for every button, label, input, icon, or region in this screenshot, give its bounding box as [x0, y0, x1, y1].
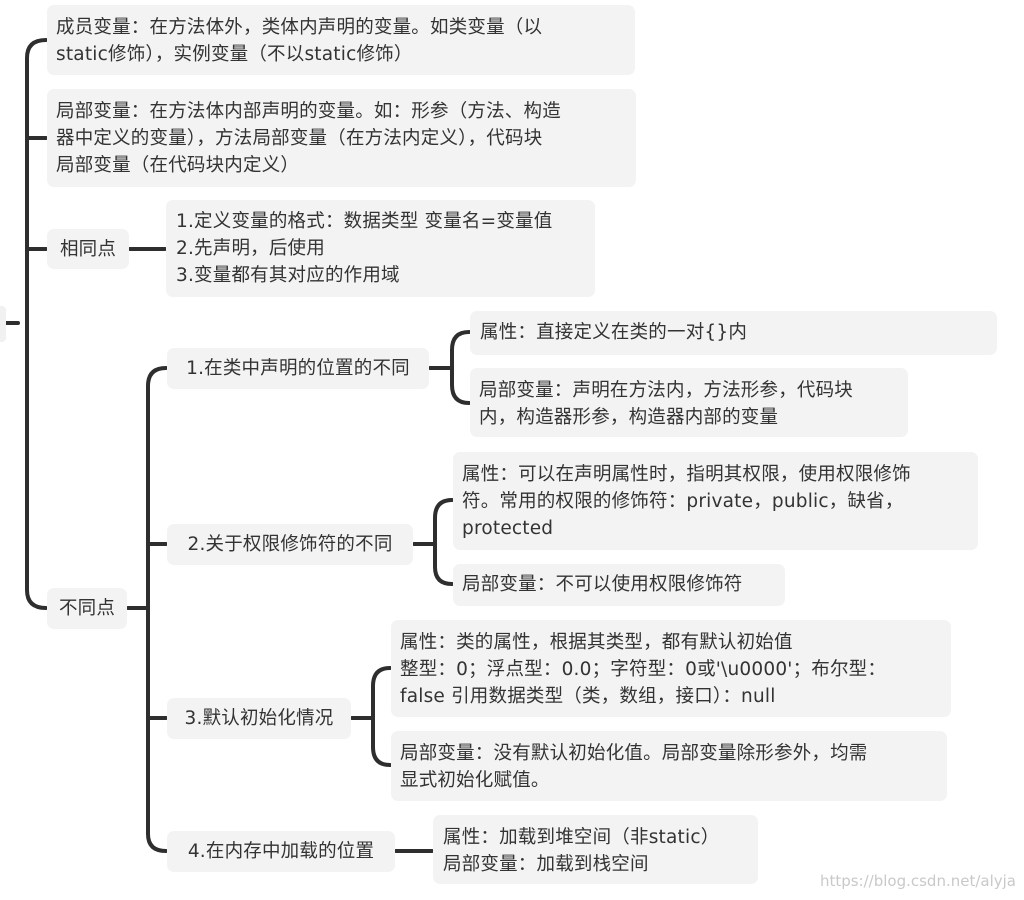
same-detail-line-3: 3.变量都有其对应的作用域	[176, 265, 400, 286]
diff-3-local-line-2: 显式初始化赋值。	[400, 770, 550, 791]
diff-2-local-text: 局部变量：不可以使用权限修饰符	[462, 574, 743, 595]
same-points-detail-node: 1.定义变量的格式：数据类型 变量名=变量值 2.先声明，后使用 3.变量都有其…	[166, 200, 595, 297]
diff-1-local-line-2: 内，构造器形参，构造器内部的变量	[479, 407, 779, 428]
diff-3-attribute-line-1: 属性：类的属性，根据其类型，都有默认初始值	[400, 632, 793, 653]
same-points-node: 相同点	[47, 229, 129, 269]
root-node-stub	[0, 306, 6, 342]
diff-4-detail-line-2: 局部变量：加载到栈空间	[443, 854, 649, 875]
diff-2-local-node: 局部变量：不可以使用权限修饰符	[453, 564, 785, 606]
diff-4-detail-line-1: 属性：加载到堆空间（非static）	[443, 827, 720, 848]
watermark-text: https://blog.csdn.net/alyja	[819, 872, 1016, 890]
diff-4-memory-node: 4.在内存中加载的位置	[167, 831, 395, 872]
diff-3-local-node: 局部变量：没有默认初始化值。局部变量除形参外，均需 显式初始化赋值。	[391, 731, 947, 801]
diff-3-default-init-node: 3.默认初始化情况	[167, 698, 351, 739]
diff-3-attribute-line-2: 整型：0；浮点型：0.0；字符型：0或'\u0000'；布尔型：	[400, 659, 887, 680]
member-variable-node: 成员变量：在方法体外，类体内声明的变量。如类变量（以 static修饰），实例变…	[47, 5, 635, 75]
diff-1-local-node: 局部变量：声明在方法内，方法形参，代码块 内，构造器形参，构造器内部的变量	[470, 368, 908, 437]
diff-3-attribute-node: 属性：类的属性，根据其类型，都有默认初始值 整型：0；浮点型：0.0；字符型：0…	[391, 620, 951, 717]
member-variable-line-2: static修饰），实例变量（不以static修饰）	[56, 44, 413, 65]
diff-1-position-node: 1.在类中声明的位置的不同	[167, 348, 429, 389]
local-variable-line-3: 局部变量（在代码块内定义）	[56, 155, 300, 176]
same-detail-line-2: 2.先声明，后使用	[176, 238, 325, 259]
diff-2-attribute-node: 属性：可以在声明属性时，指明其权限，使用权限修饰 符。常用的权限的修饰符：pri…	[453, 452, 978, 550]
local-variable-line-2: 器中定义的变量），方法局部变量（在方法内定义），代码块	[56, 128, 543, 149]
local-variable-node: 局部变量：在方法体内部声明的变量。如：形参（方法、构造 器中定义的变量），方法局…	[47, 89, 636, 187]
diff-2-modifier-node: 2.关于权限修饰符的不同	[167, 524, 413, 565]
different-points-node: 不同点	[47, 588, 127, 629]
member-variable-line-1: 成员变量：在方法体外，类体内声明的变量。如类变量（以	[56, 17, 543, 38]
diff-1-attribute-node: 属性：直接定义在类的一对{}内	[470, 311, 997, 355]
local-variable-line-1: 局部变量：在方法体内部声明的变量。如：形参（方法、构造	[56, 101, 561, 122]
diff-4-detail-node: 属性：加载到堆空间（非static） 局部变量：加载到栈空间	[433, 815, 758, 884]
diff-2-attribute-line-2: 符。常用的权限的修饰符：private，public，缺省，	[462, 491, 904, 512]
diff-3-attribute-line-3: false 引用数据类型（类，数组，接口）：null	[400, 686, 776, 707]
diff-1-local-line-1: 局部变量：声明在方法内，方法形参，代码块	[479, 380, 854, 401]
diff-1-attribute-text: 属性：直接定义在类的一对{}内	[480, 322, 748, 343]
same-detail-line-1: 1.定义变量的格式：数据类型 变量名=变量值	[176, 211, 553, 232]
diff-2-attribute-line-3: protected	[462, 518, 554, 539]
diff-2-attribute-line-1: 属性：可以在声明属性时，指明其权限，使用权限修饰	[462, 464, 911, 485]
diff-3-local-line-1: 局部变量：没有默认初始化值。局部变量除形参外，均需	[400, 743, 868, 764]
